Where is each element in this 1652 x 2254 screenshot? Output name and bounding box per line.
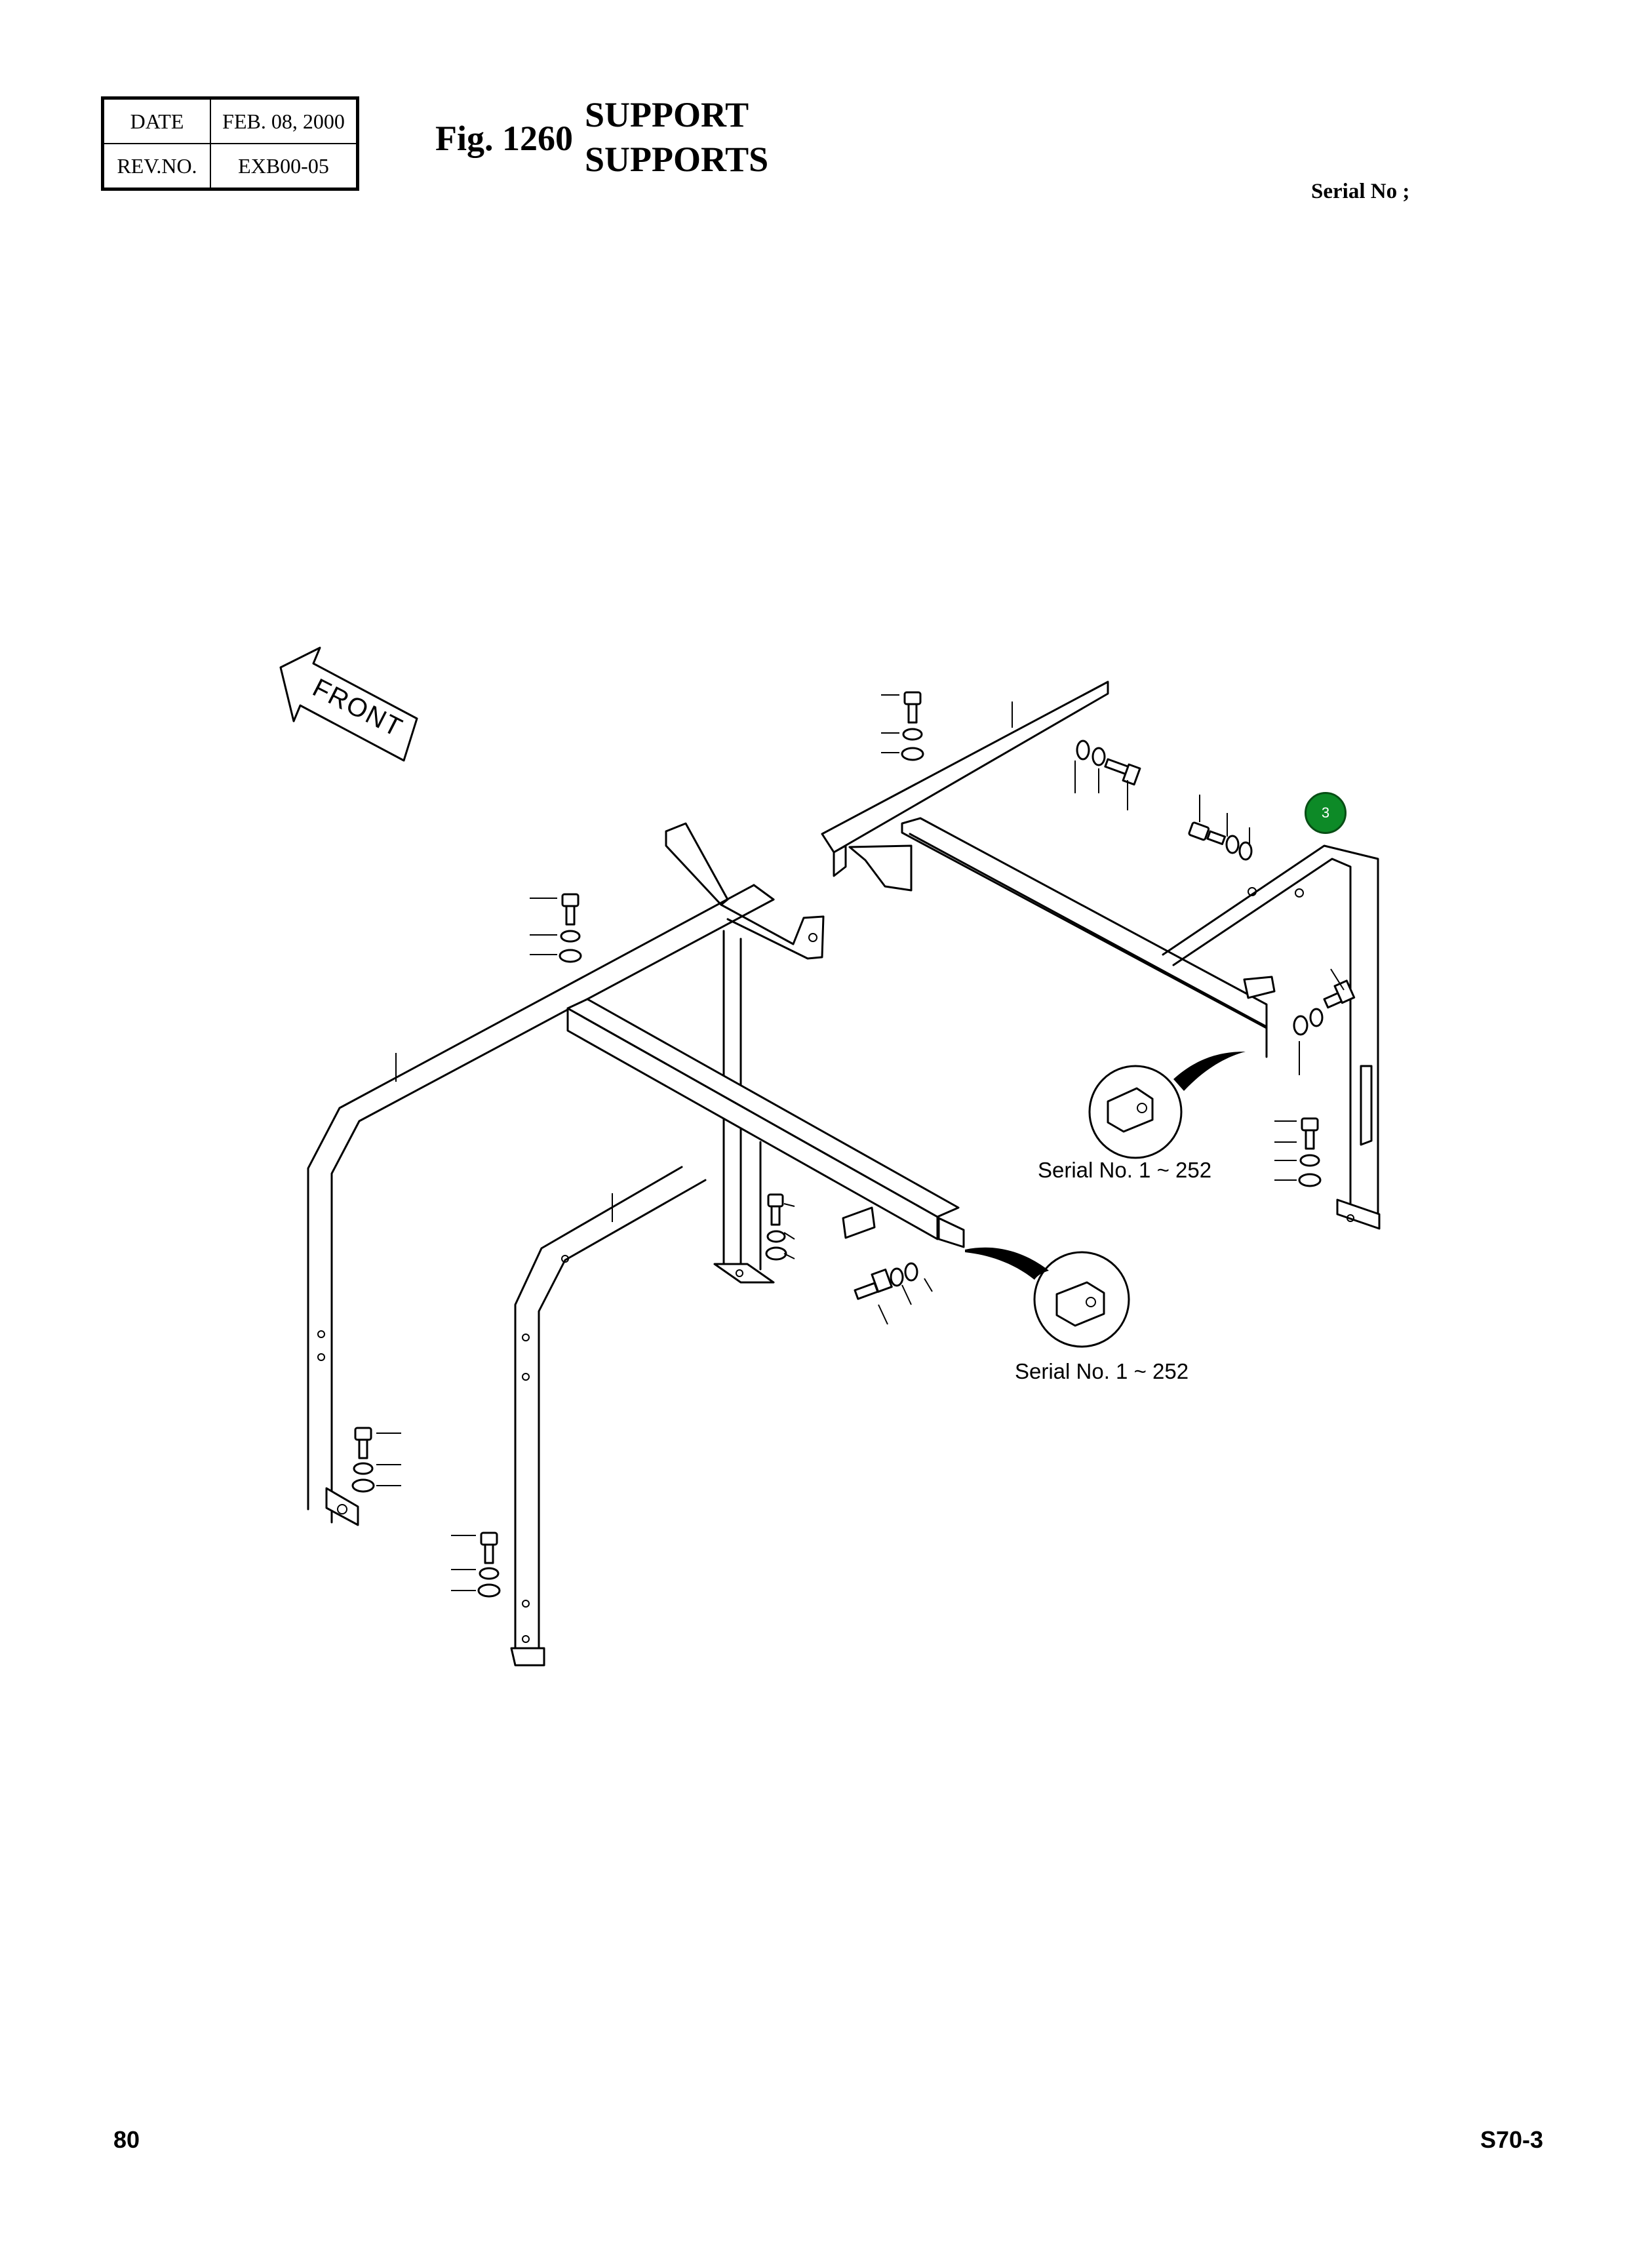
bolt-group-right-lower [1274,1117,1322,1187]
right-frame-assembly [821,681,1381,1230]
date-value: FEB. 08, 2000 [210,97,359,144]
bolt-group-top-right [1074,740,1141,810]
bolt-group-center [765,1193,795,1261]
bolt-group-left-lower [351,1427,401,1493]
front-direction-arrow: FRONT [279,646,418,762]
model-code: S70-3 [1480,2126,1544,2153]
figure-title-french: SUPPORTS [585,140,769,179]
figure-number: Fig. 1260 [435,119,573,158]
fastener-stacks [351,691,1356,1598]
revision-value: EXB00-05 [210,143,359,190]
front-frame-assembly [510,998,965,1667]
detail-view-1 [1088,1052,1246,1159]
bolt-group-center-lower [854,1262,933,1325]
bolt-group-front-lower [451,1532,501,1598]
date-label: DATE [102,97,211,144]
revision-info-table: DATE FEB. 08, 2000 REV.NO. EXB00-05 [101,96,359,191]
revision-label: REV.NO. [102,143,211,190]
detail-2-serial-range: Serial No. 1 ~ 252 [1015,1359,1189,1383]
bolt-group-right-side [1293,968,1356,1075]
part-callout-3[interactable]: 3 [1305,792,1347,834]
page-number: 80 [113,2126,140,2153]
serial-number-label: Serial No ; [1311,180,1410,203]
detail-view-2 [965,1247,1130,1348]
bolt-group-right-upper [1188,795,1253,861]
figure-title-english: SUPPORT [585,95,749,134]
detail-1-serial-range: Serial No. 1 ~ 252 [1038,1158,1212,1182]
left-frame-assembly [307,822,825,1526]
bolt-group-top-center [881,691,924,761]
bolt-group-top-left [530,893,582,963]
